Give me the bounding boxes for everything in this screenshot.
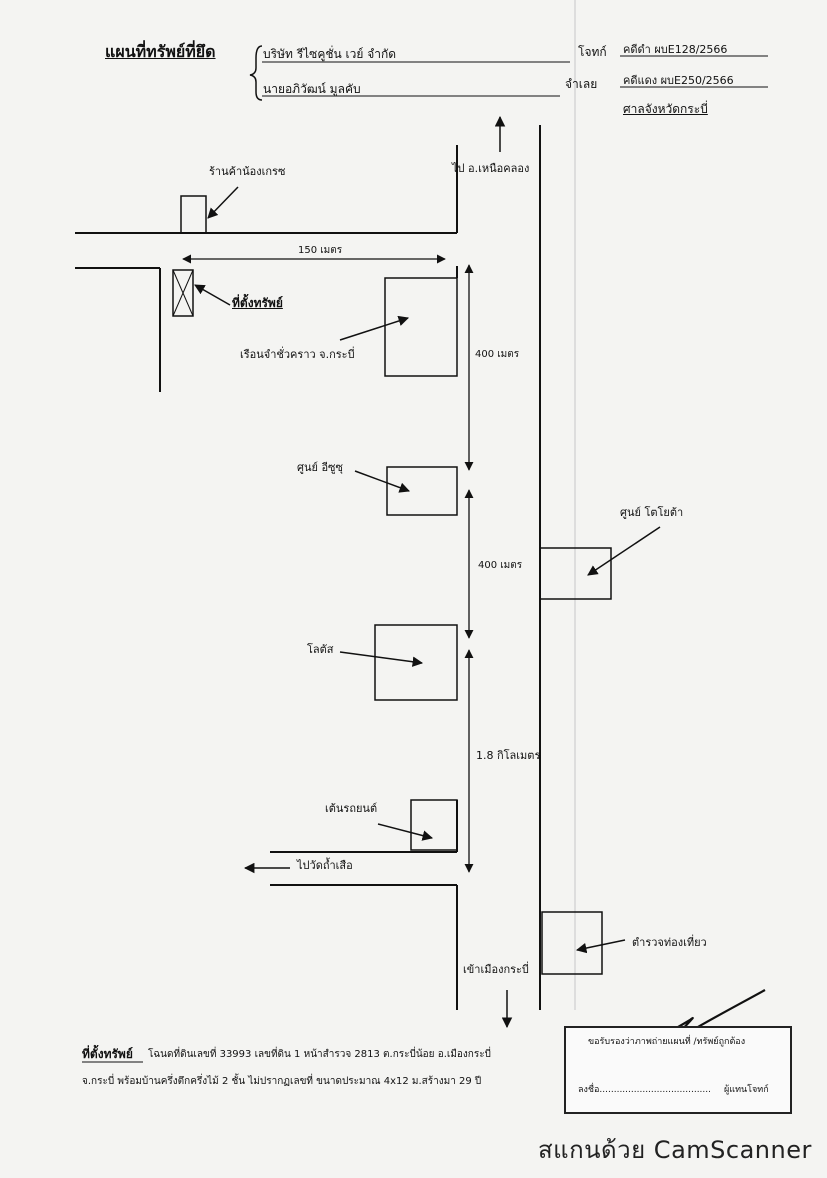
distance-400-label-2: 400 เมตร [478, 560, 523, 571]
plaintiff-case-number: คดีดำ ผบE128/2566 [623, 43, 728, 56]
defendant-name: นายอภิวัฒน์ มูลคับ [263, 82, 361, 96]
prison-label: เรือนจำชั่วคราว จ.กระบี่ [240, 348, 355, 361]
store-label: ร้านค้าน้องเกรซ [209, 165, 286, 178]
property-label: ที่ตั้งทรัพย์ [232, 296, 283, 310]
lotus-label: โลตัส [307, 643, 334, 656]
description-line-2: จ.กระบี่ พร้อมบ้านครึ่งตึกครึ่งไม้ 2 ชั้… [82, 1076, 482, 1087]
distance-400-label-1: 400 เมตร [475, 349, 520, 360]
lotus-box [374, 624, 458, 701]
map-title: แผนที่ทรัพย์ที่ยึด [105, 42, 216, 61]
distance-150-label: 150 เมตร [298, 245, 343, 256]
company-name: บริษัท รีไซคูชั่น เวย์ จำกัด [263, 47, 397, 61]
certification-box: ขอรับรองว่าภาพถ่ายแผนที่ /ทรัพย์ถูกต้อง … [564, 1026, 792, 1114]
description-line-1: โฉนดที่ดินเลขที่ 33993 เลขที่ดิน 1 หน้าส… [148, 1049, 491, 1060]
car-tent-box [410, 799, 458, 851]
signature-line: ลงชื่อ..................................… [578, 1085, 711, 1095]
plaintiff-label: โจทก์ [578, 45, 607, 59]
wat-road-label: ไปวัดถ้ำเสือ [297, 859, 353, 872]
tourist-police-label: ตำรวจท่องเที่ยว [632, 936, 707, 949]
north-road-label: ไป อ.เหนือคลอง [452, 162, 530, 175]
isuzu-label: ศูนย์ อีซูซุ [297, 461, 343, 474]
description-label: ที่ตั้งทรัพย์ [82, 1047, 133, 1061]
isuzu-box [386, 466, 458, 516]
property-box [172, 269, 194, 317]
distance-18-label: 1.8 กิโลเมตร [476, 749, 541, 762]
camscanner-watermark: สแกนด้วย CamScanner [538, 1136, 812, 1164]
header-brace [249, 45, 263, 101]
toyota-label: ศูนย์ โตโยต้า [620, 506, 684, 519]
tourist-police-box [541, 911, 603, 975]
defendant-case-number: คดีแดง ผบE250/2566 [623, 74, 734, 87]
store-box [180, 195, 207, 234]
court-name: ศาลจังหวัดกระบี่ [623, 102, 708, 116]
prison-box [384, 277, 458, 377]
certification-text: ขอรับรองว่าภาพถ่ายแผนที่ /ทรัพย์ถูกต้อง [588, 1037, 746, 1047]
toyota-box [539, 547, 612, 600]
signature-role: ผู้แทนโจทก์ [724, 1085, 769, 1095]
car-tent-label: เต้นรถยนต์ [325, 802, 378, 815]
defendant-label: จำเลย [565, 77, 598, 91]
city-road-label: เข้าเมืองกระบี่ [463, 963, 529, 976]
